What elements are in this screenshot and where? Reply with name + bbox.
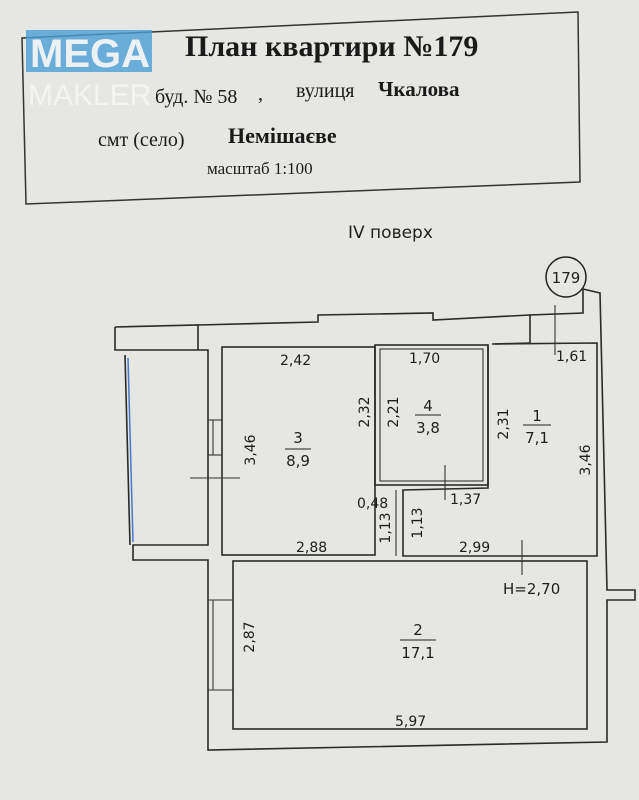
svg-text:2,21: 2,21 [386, 396, 402, 427]
svg-text:2,32: 2,32 [357, 396, 373, 427]
scale-label: масштаб 1:100 [207, 159, 313, 178]
svg-text:5,97: 5,97 [395, 714, 426, 730]
room-4-label: 4 3,8 [415, 397, 441, 437]
svg-text:1: 1 [532, 407, 542, 425]
comma: , [258, 83, 263, 105]
building-label: буд. № 58 [155, 86, 237, 108]
svg-text:2,31: 2,31 [496, 408, 512, 439]
svg-text:1,61: 1,61 [556, 349, 587, 365]
svg-text:1,13: 1,13 [378, 512, 394, 543]
apartment-marker-circle [545, 256, 587, 298]
svg-text:2: 2 [413, 621, 423, 639]
svg-text:MAKLER: MAKLER [28, 79, 151, 112]
room-1-label: 1 7,1 [523, 407, 551, 447]
dimension-labels: 2,42 1,70 1,61 2,88 2,99 1,37 0,48 5,97 … [242, 349, 594, 730]
street-label: вулиця [296, 80, 354, 102]
walls [114, 287, 636, 751]
settlement-name: Немішаєве [228, 123, 337, 148]
svg-text:4: 4 [423, 397, 433, 415]
settlement-label: смт (село) [98, 129, 185, 151]
watermark-logo: MEGA MAKLER [26, 30, 152, 112]
room-2-label: 2 17,1 [400, 621, 436, 662]
svg-text:0,48: 0,48 [357, 496, 388, 512]
svg-text:7,1: 7,1 [525, 429, 549, 447]
svg-text:2,87: 2,87 [242, 621, 258, 652]
svg-text:1,37: 1,37 [450, 492, 481, 508]
svg-text:2,42: 2,42 [280, 353, 311, 369]
svg-text:MEGA: MEGA [30, 32, 150, 76]
svg-text:3,8: 3,8 [416, 419, 440, 437]
svg-text:3,46: 3,46 [578, 444, 594, 475]
svg-text:2,88: 2,88 [296, 540, 327, 556]
ceiling-height: H=2,70 [503, 580, 560, 598]
svg-text:3,46: 3,46 [243, 434, 259, 465]
svg-text:8,9: 8,9 [286, 452, 310, 470]
apartment-marker: 179 [552, 269, 581, 287]
svg-text:3: 3 [293, 429, 303, 447]
svg-text:1,70: 1,70 [409, 351, 440, 367]
svg-text:2,99: 2,99 [459, 540, 490, 556]
room-3-label: 3 8,9 [285, 429, 311, 470]
floor-label: IV поверх [348, 223, 433, 243]
plan-title: План квартири №179 [185, 30, 478, 63]
street-name: Чкалова [378, 77, 460, 101]
svg-text:17,1: 17,1 [401, 644, 434, 662]
header-frame [21, 11, 581, 205]
svg-text:1,13: 1,13 [410, 507, 426, 538]
